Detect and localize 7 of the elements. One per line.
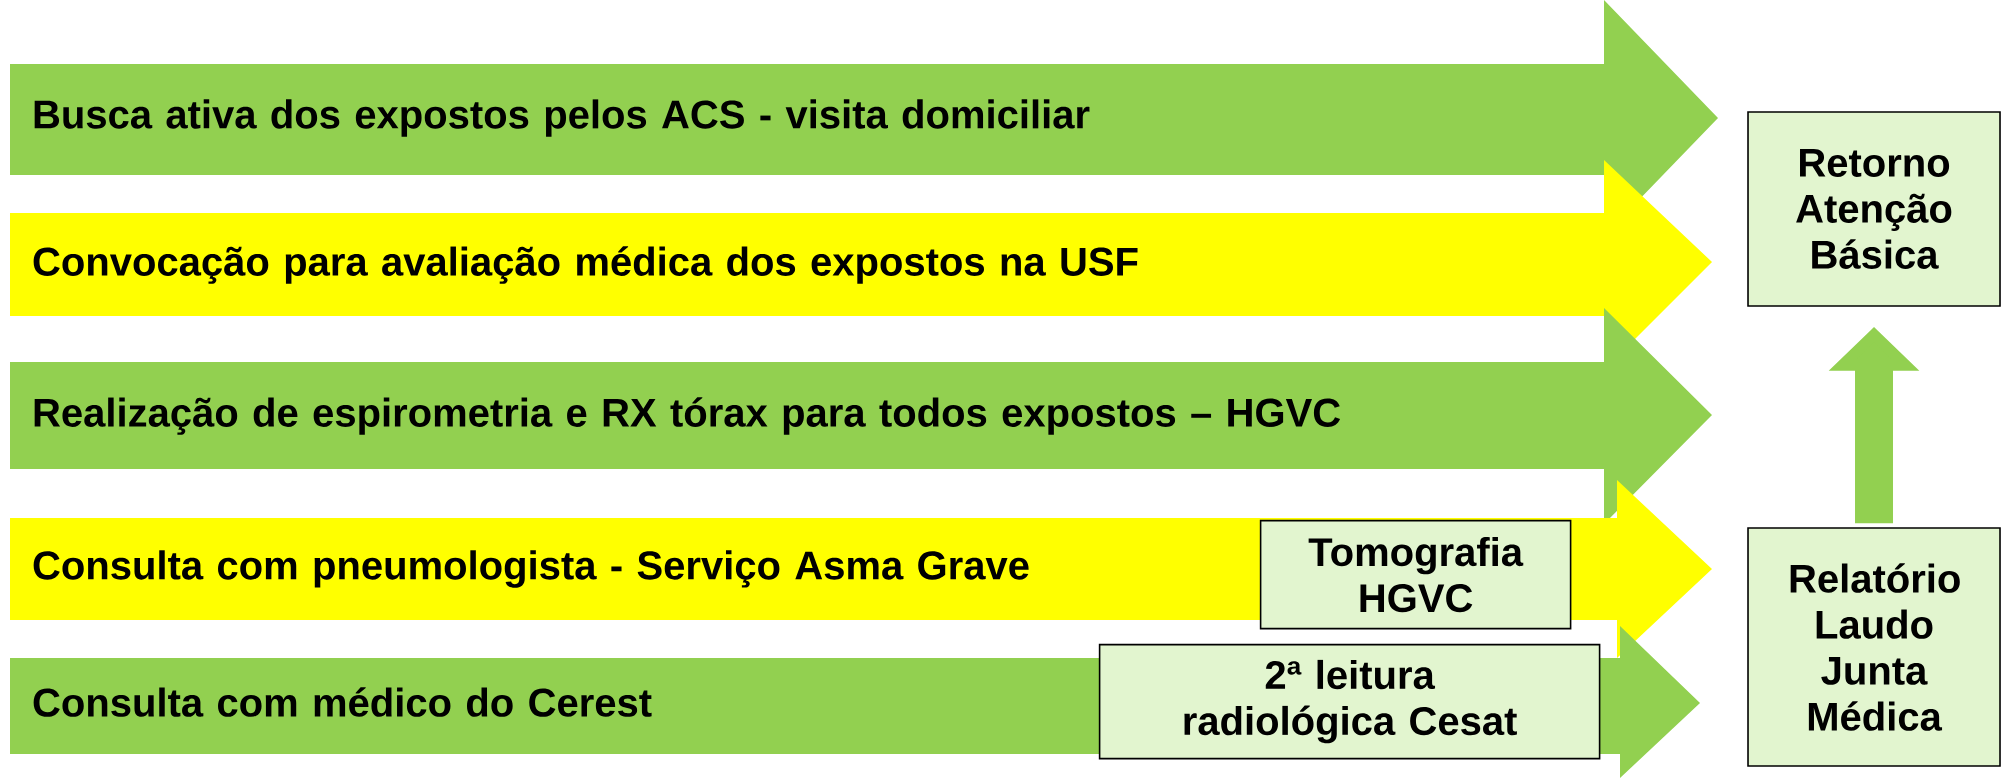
step-banner: Convocação para avaliação médica dos expostos na USF: [10, 160, 1712, 370]
text-box: 2ª leitura radiológica Cesat: [1098, 643, 1601, 760]
step-banner: Busca ativa dos expostos pelos ACS - visita domiciliar: [10, 0, 1718, 236]
text-box: Retorno Atenção Básica: [1747, 111, 2001, 307]
text-box: Tomografia HGVC: [1259, 519, 1572, 630]
text-box: Relatório Laudo Junta Médica: [1747, 527, 2001, 767]
step-banner: Realização de espirometria e RX tórax para todos expostos – HGVC: [10, 308, 1712, 524]
